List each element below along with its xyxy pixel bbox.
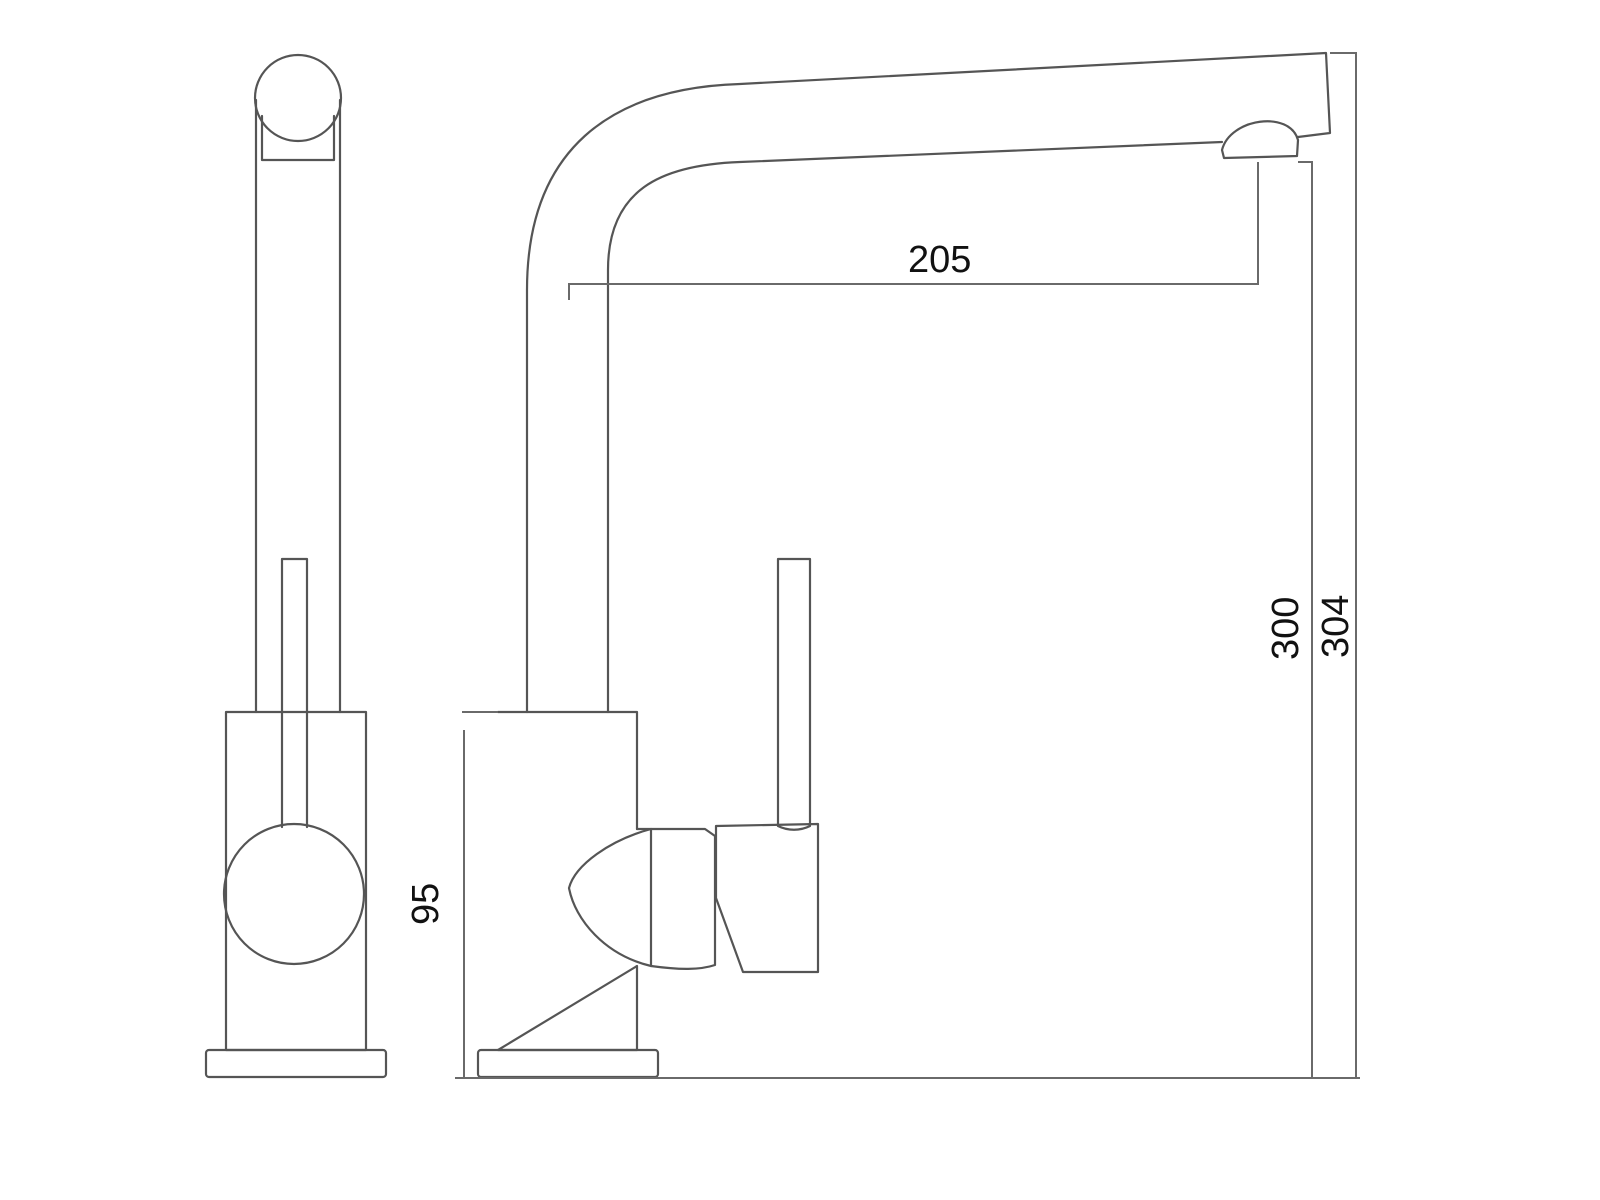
side-base [476,1048,660,1079]
spout-inner [606,140,1224,714]
side-view [476,51,1332,1079]
dimension-300 [1298,161,1313,1078]
label-300: 300 [1265,597,1307,660]
handle-dome [567,827,653,968]
front-base [204,1048,388,1079]
front-handle-disc [222,822,366,966]
spout-end-circle [253,53,343,143]
dimension-304 [1330,52,1357,1078]
aerator-dome [1220,120,1300,160]
side-lever [776,557,812,831]
aerator-outline [260,114,336,162]
front-view [204,53,388,1079]
spout-outer [525,51,1332,714]
lever-block [714,822,820,974]
side-body [496,710,639,1052]
dimension-205 [568,162,1259,300]
label-205: 205 [908,239,971,281]
front-body [224,710,368,1052]
dimension-95 [462,711,498,1077]
label-304: 304 [1315,595,1357,658]
front-lever [280,557,309,829]
label-95: 95 [405,883,447,925]
